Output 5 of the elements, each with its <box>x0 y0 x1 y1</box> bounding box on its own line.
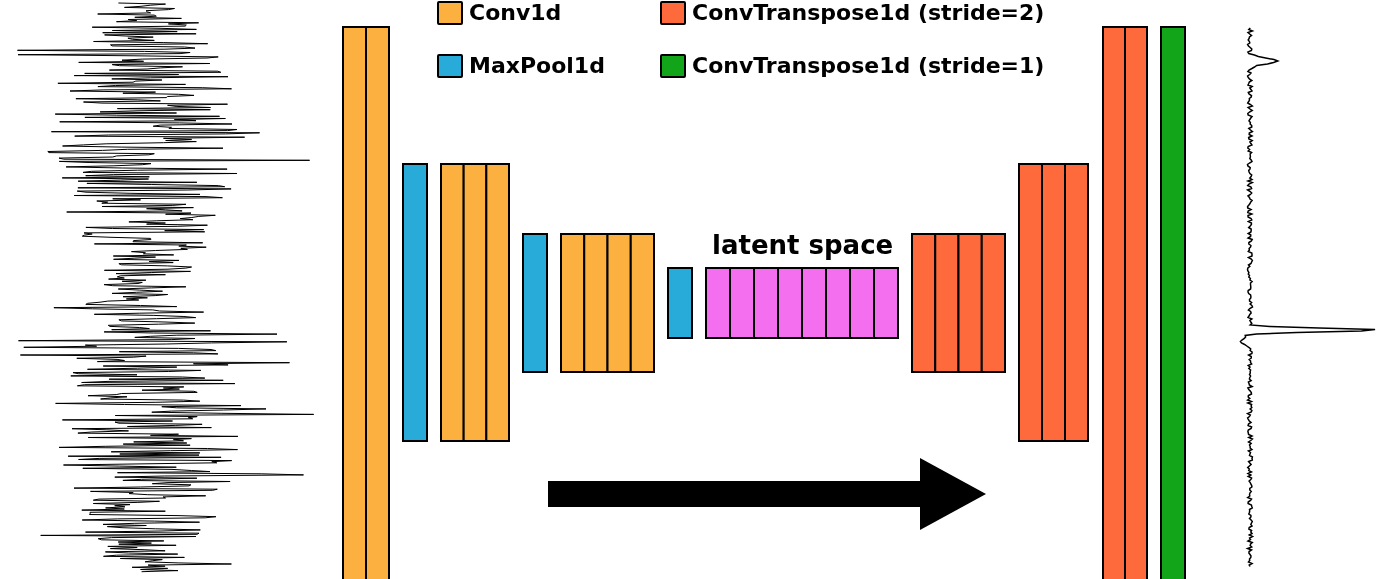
legend-label: ConvTranspose1d (stride=1) <box>692 53 1045 78</box>
legend-label: MaxPool1d <box>469 53 605 78</box>
legend-label: Conv1d <box>469 0 562 25</box>
legend-label: ConvTranspose1d (stride=2) <box>692 0 1045 25</box>
latent-space-label: latent space <box>712 230 894 260</box>
